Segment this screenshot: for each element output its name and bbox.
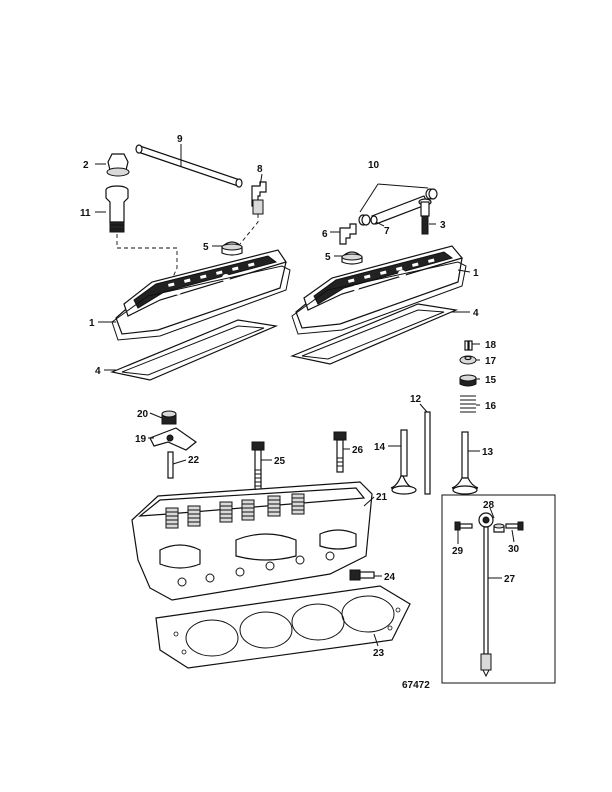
exhaust-valve [451, 431, 479, 495]
figure-number: 67472 [402, 680, 430, 691]
elbow-fitting [251, 181, 267, 215]
cylinder-head [131, 481, 373, 601]
callout-28: 28 [483, 500, 495, 511]
callout-4-left: 4 [95, 366, 101, 377]
valve-cover-gasket-left [109, 319, 279, 381]
callout-13: 13 [482, 447, 494, 458]
pcv-valve [418, 198, 432, 235]
hose-clamp-lower [358, 214, 371, 226]
callout-10: 10 [368, 160, 380, 171]
leader-10a [359, 183, 379, 213]
leader-10b [377, 183, 429, 189]
dipstick-bolt-right [505, 521, 524, 531]
valve-cover-gasket-right [289, 303, 459, 365]
callout-12: 12 [410, 394, 422, 405]
tube-to-cover-guide [116, 234, 178, 287]
callout-20: 20 [137, 409, 149, 420]
callout-21: 21 [376, 492, 388, 503]
callout-22: 22 [188, 455, 200, 466]
breather-hose [135, 144, 243, 188]
callout-27: 27 [504, 574, 516, 585]
callout-8: 8 [257, 164, 263, 175]
callout-1-right: 1 [473, 268, 479, 279]
callout-6: 6 [322, 229, 328, 240]
callout-1-left: 1 [89, 318, 95, 329]
callout-3: 3 [440, 220, 446, 231]
rocker-nut [161, 410, 177, 425]
cylinder-head-gasket [155, 585, 411, 669]
elbow-fitting-right [339, 223, 357, 245]
elbow-guide [239, 214, 259, 245]
callout-2: 2 [83, 160, 89, 171]
callout-18: 18 [485, 340, 497, 351]
dipstick-nut [493, 523, 505, 533]
callout-14: 14 [374, 442, 386, 453]
callout-9: 9 [177, 134, 183, 145]
oil-fill-tube [105, 185, 129, 233]
valve-cover-left [111, 249, 291, 341]
push-rod [424, 411, 431, 495]
callouts: 2 11 9 8 5 1 4 10 3 7 6 5 1 4 18 17 15 1… [80, 134, 520, 659]
callout-19: 19 [135, 434, 147, 445]
grommet-left [221, 241, 243, 256]
intake-valve [390, 429, 417, 495]
head-bolt-long [251, 441, 265, 491]
callout-11: 11 [80, 208, 91, 219]
head-bolt-short [333, 431, 347, 473]
dipstick-tube [478, 512, 494, 678]
callout-5-right: 5 [325, 252, 331, 263]
callout-26: 26 [352, 445, 364, 456]
callout-5-left: 5 [203, 242, 209, 253]
valve-keeper [464, 340, 473, 351]
head-bolt-side [349, 569, 375, 581]
oil-fill-cap [106, 153, 130, 177]
callout-17: 17 [485, 356, 497, 367]
valve-seal [459, 374, 477, 387]
leader-lines [95, 144, 515, 647]
dipstick-inset-box [441, 494, 556, 684]
dipstick-bolt-left [454, 521, 473, 531]
callout-16: 16 [485, 401, 497, 412]
valve-spring [460, 395, 476, 413]
callout-4-right: 4 [473, 308, 479, 319]
callout-25: 25 [274, 456, 286, 467]
valve-retainer [459, 355, 477, 365]
callout-15: 15 [485, 375, 497, 386]
rocker-stud [167, 451, 174, 479]
callout-29: 29 [452, 546, 464, 557]
rocker-arm [149, 427, 198, 451]
valve-cover-right [291, 245, 467, 335]
hose-clamp-upper [425, 188, 438, 200]
grommet-right [341, 251, 363, 265]
callout-7: 7 [384, 226, 390, 237]
callout-30: 30 [508, 544, 520, 555]
callout-23: 23 [373, 648, 385, 659]
callout-24: 24 [384, 572, 396, 583]
